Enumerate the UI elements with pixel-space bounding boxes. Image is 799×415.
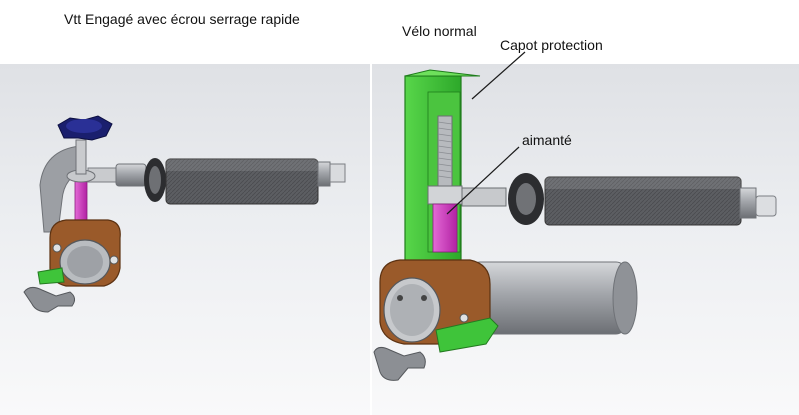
cap-callout-line [471,51,526,100]
left-title: Vtt Engagé avec écrou serrage rapide [64,11,300,27]
right-title: Vélo normal [402,23,477,39]
viewport-divider [370,64,372,415]
magnet-label: aimanté [522,132,572,148]
magnet-callout-line [446,146,520,215]
cap-label: Capot protection [500,37,603,53]
right-assembly [373,69,777,381]
left-assembly [23,115,346,313]
